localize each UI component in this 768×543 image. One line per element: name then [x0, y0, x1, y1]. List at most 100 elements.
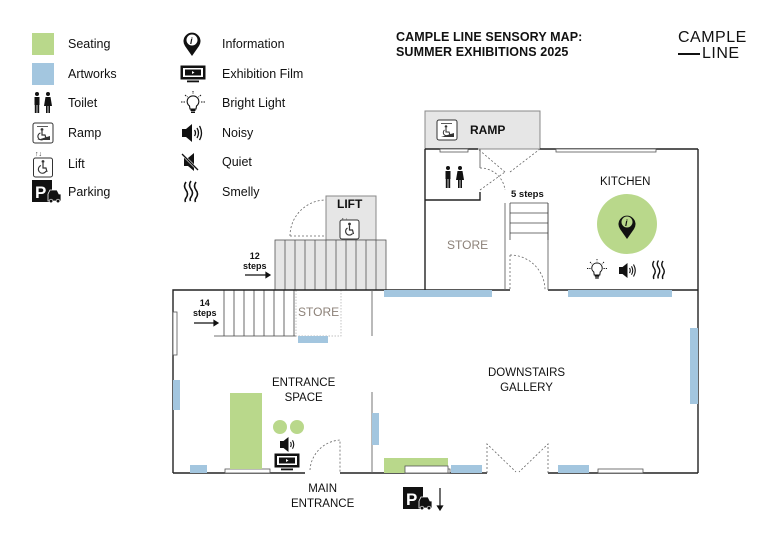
lift-icon: ↑↓	[33, 151, 53, 178]
legend-label: Artworks	[68, 67, 117, 81]
artwork	[384, 290, 492, 297]
seating-stool	[290, 420, 304, 434]
logo-dash	[678, 53, 700, 55]
entrance-space-line2: SPACE	[284, 392, 323, 404]
exhibition-film-icon	[274, 453, 300, 471]
legend-item-ramp: Ramp	[32, 121, 101, 145]
legend-label: Lift	[68, 157, 85, 171]
lift-door-swing	[289, 199, 327, 237]
ramp-label: RAMP	[470, 123, 506, 137]
staircase-14-steps	[214, 290, 296, 337]
seating-stool	[273, 420, 287, 434]
legend-label: Noisy	[222, 126, 254, 140]
svg-text:i: i	[625, 218, 628, 228]
legend-label: Exhibition Film	[222, 67, 304, 81]
logo-line2-row: LINE	[678, 46, 747, 62]
artwork	[372, 413, 379, 445]
store-upper-label: STORE	[447, 238, 489, 252]
toilet-icon	[34, 92, 52, 113]
steps-14-word: steps	[193, 308, 217, 318]
artwork	[298, 336, 328, 343]
artworks-swatch	[32, 63, 54, 85]
legend-item-exhibition-film: Exhibition Film	[180, 62, 303, 86]
noisy-icon	[280, 437, 295, 452]
artwork	[690, 328, 698, 404]
fourteen-steps-label: 14 steps	[193, 298, 217, 318]
svg-text:↑↓: ↑↓	[35, 151, 42, 158]
gallery-line2: GALLERY	[500, 382, 553, 394]
legend-item-artworks: Artworks	[32, 62, 117, 86]
artwork	[568, 290, 672, 297]
svg-text:i: i	[190, 36, 193, 46]
legend-item-toilet: Toilet	[32, 91, 97, 115]
information-icon: i	[183, 32, 201, 56]
bright-light-icon	[587, 259, 607, 279]
legend-label: Smelly	[222, 185, 260, 199]
steps-12-word: steps	[243, 261, 267, 271]
main-entrance-line2: ENTRANCE	[291, 498, 355, 510]
smelly-icon	[652, 260, 665, 280]
bright-light-icon	[181, 91, 205, 113]
gallery-line1: DOWNSTAIRS	[488, 367, 566, 379]
legend-item-quiet: Quiet	[180, 150, 252, 174]
map-title-line1: CAMPLE LINE SENSORY MAP:	[396, 30, 583, 44]
downstairs-gallery-label: DOWNSTAIRS GALLERY	[488, 366, 565, 396]
cample-line-logo: CAMPLE LINE	[678, 30, 747, 62]
map-title: CAMPLE LINE SENSORY MAP: SUMMER EXHIBITI…	[396, 30, 582, 60]
artwork	[451, 465, 482, 473]
legend-item-lift: ↑↓ Lift	[32, 150, 85, 178]
smelly-icon	[183, 180, 199, 203]
kitchen-label: KITCHEN	[600, 176, 651, 188]
legend-label: Seating	[68, 37, 111, 51]
door-swings	[309, 148, 549, 473]
main-entrance-line1: MAIN	[308, 483, 337, 495]
artwork	[173, 380, 180, 410]
legend-label: Information	[222, 37, 285, 51]
exhibition-film-icon	[180, 65, 206, 83]
ramp-icon	[32, 122, 54, 144]
legend-label: Bright Light	[222, 96, 286, 110]
artwork	[190, 465, 207, 473]
legend-label: Quiet	[222, 155, 252, 169]
lift-label: LIFT	[337, 197, 363, 211]
window	[404, 465, 449, 474]
legend-item-information: i Information	[180, 32, 285, 56]
quiet-icon	[181, 153, 199, 171]
steps-14-num: 14	[199, 298, 210, 308]
parking-icon: P	[403, 487, 433, 511]
toilet-icon	[445, 166, 464, 188]
noisy-icon	[182, 124, 203, 142]
logo-line1: CAMPLE	[678, 29, 747, 46]
parking-icon: P	[32, 180, 62, 204]
legend-item-parking: P Parking	[32, 180, 110, 204]
staircase-12-steps	[274, 239, 387, 291]
staircase-12-treads	[284, 240, 377, 290]
step-arrows	[194, 271, 444, 512]
steps-12-num: 12	[249, 251, 260, 261]
legend-label: Ramp	[68, 126, 102, 140]
staircase-5-steps	[509, 202, 549, 240]
ramp-icon	[436, 119, 458, 141]
legend-item-seating: Seating	[32, 32, 110, 56]
seating-bench-entrance	[230, 393, 262, 469]
legend-item-bright-light: Bright Light	[180, 91, 285, 115]
lift-icon: ↑↓	[339, 217, 360, 240]
twelve-steps-label: 12 steps	[243, 251, 267, 271]
store-lower-label: STORE	[298, 305, 340, 319]
logo-line2: LINE	[702, 45, 740, 62]
entrance-space-line1: ENTRANCE	[272, 377, 336, 389]
noisy-icon	[619, 263, 636, 278]
main-entrance-label: MAIN ENTRANCE	[291, 482, 354, 512]
map-title-line2: SUMMER EXHIBITIONS 2025	[396, 45, 569, 59]
seating-swatch	[32, 33, 54, 55]
legend-item-noisy: Noisy	[180, 121, 253, 145]
legend-item-smelly: Smelly	[180, 180, 260, 204]
five-steps-label: 5 steps	[511, 189, 544, 200]
svg-text:P: P	[35, 183, 46, 202]
entrance-space-label: ENTRANCE SPACE	[272, 376, 335, 406]
legend-label: Toilet	[68, 96, 98, 110]
information-icon: i	[618, 215, 636, 239]
artwork	[558, 465, 589, 473]
svg-text:P: P	[406, 490, 417, 509]
